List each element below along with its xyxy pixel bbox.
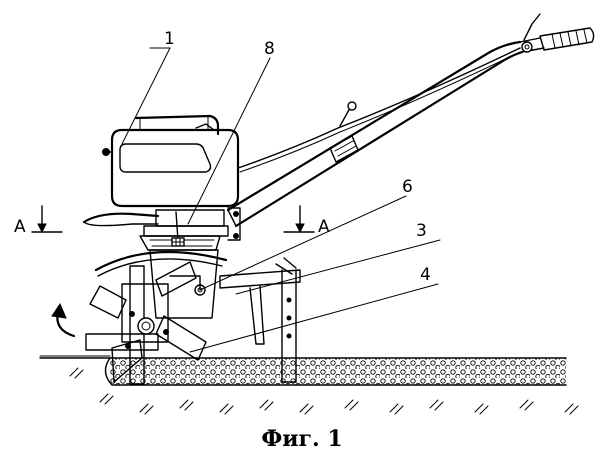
control-cable	[238, 48, 520, 168]
engine-flange	[140, 208, 240, 250]
section-label-left: A	[14, 217, 26, 237]
label-3: 3	[416, 221, 427, 241]
figure-caption: Фиг. 1	[261, 426, 342, 452]
soil-layer	[40, 356, 566, 385]
label-1: 1	[164, 29, 175, 49]
engine-body	[84, 116, 238, 226]
section-label-right: A	[318, 217, 330, 237]
rotation-arrow	[52, 304, 74, 336]
leader-lines	[122, 48, 440, 352]
section-mark-right	[284, 206, 314, 232]
label-6: 6	[402, 177, 413, 197]
section-mark-left	[32, 206, 62, 232]
label-4: 4	[420, 265, 431, 285]
label-8: 8	[264, 39, 275, 59]
